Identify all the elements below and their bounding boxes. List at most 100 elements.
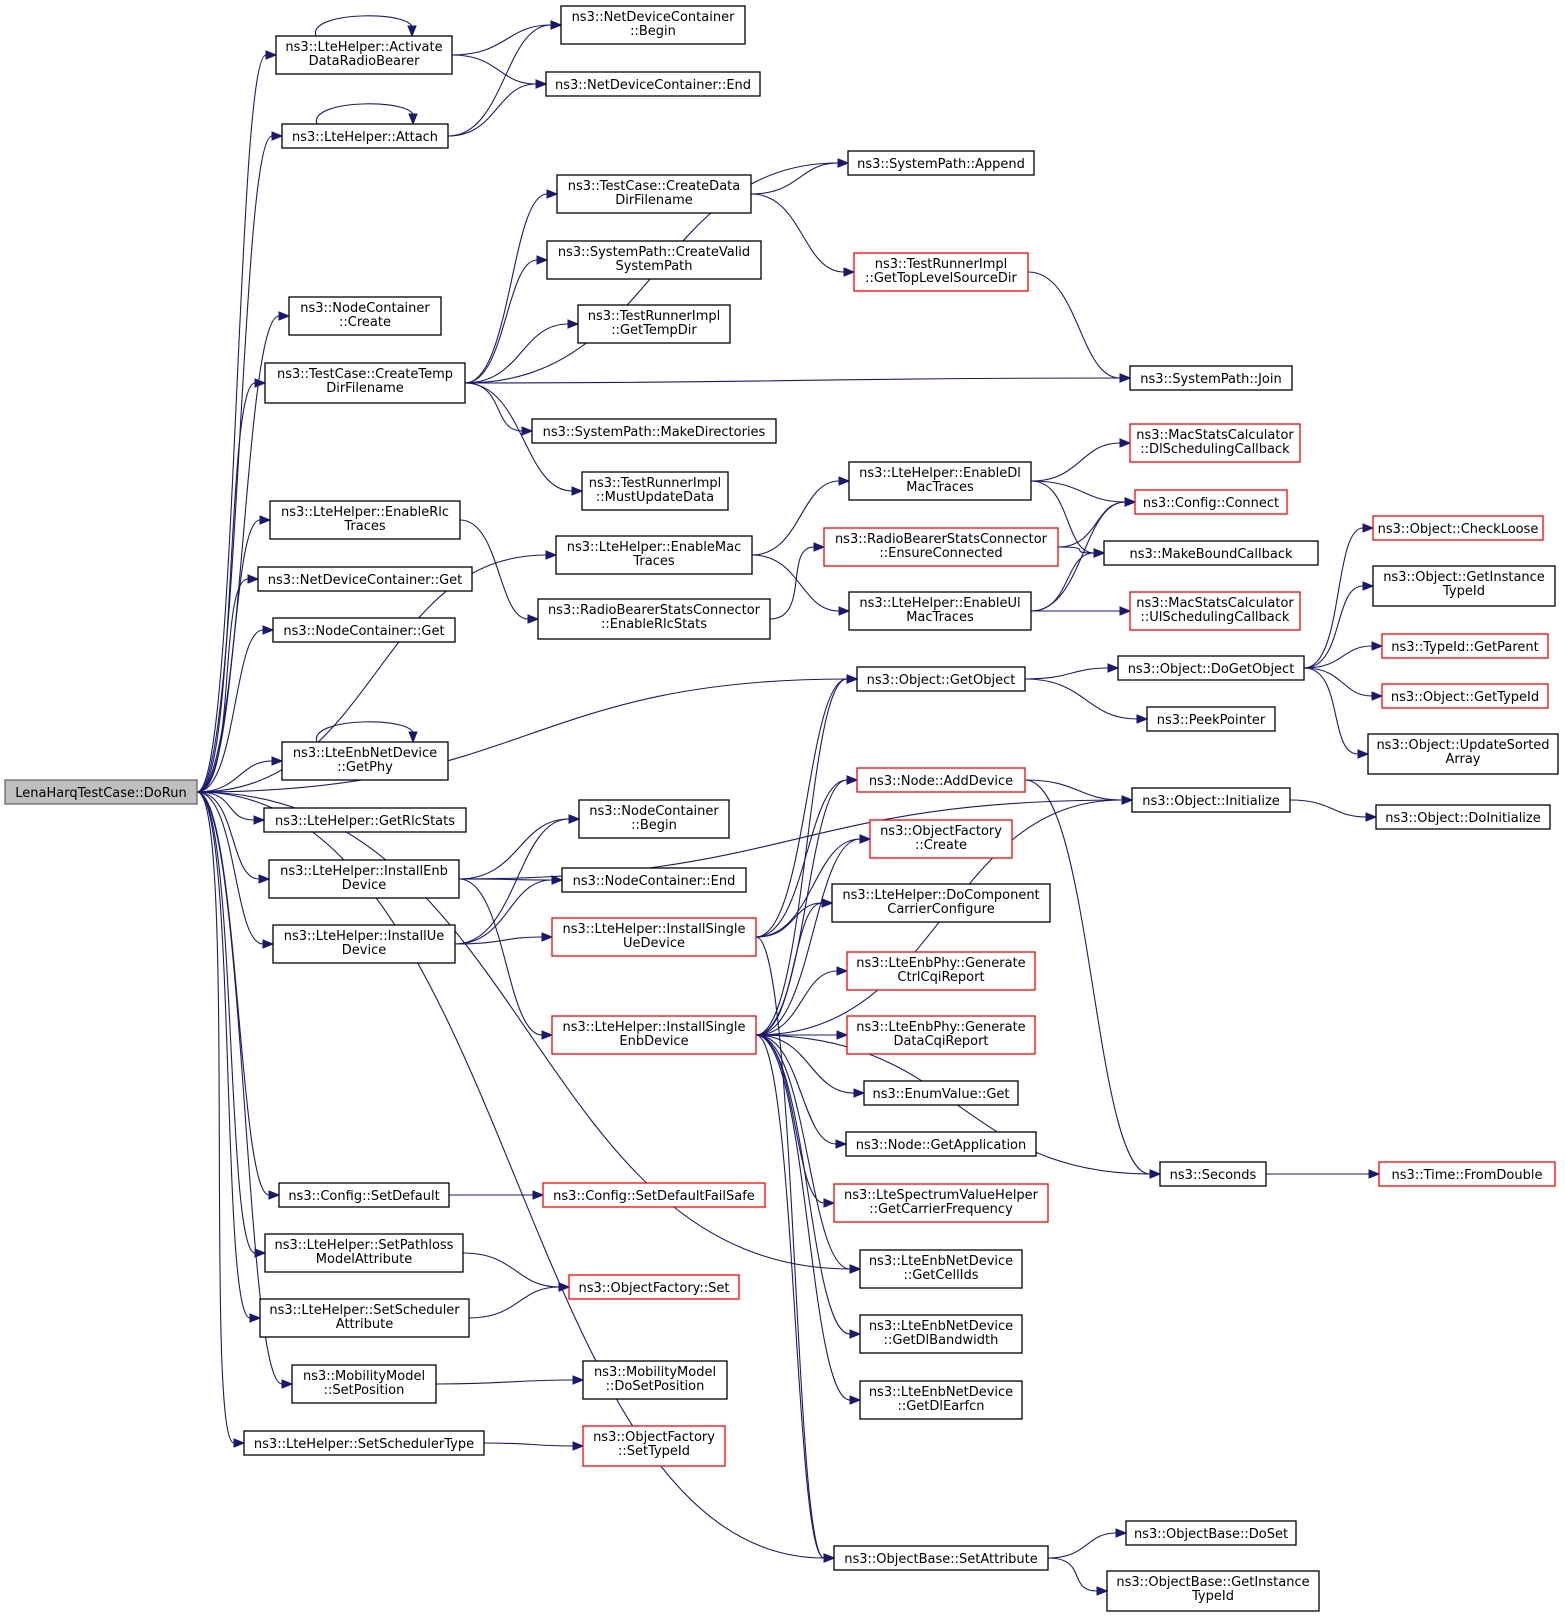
function-node-ofSetTypeId[interactable]: ns3::ObjectFactory::SetTypeId [582,1425,726,1467]
function-label: ns3::MobilityModel [303,1369,425,1384]
function-node-doInitialize[interactable]: ns3::Object::DoInitialize [1375,804,1551,830]
function-node-spJoin[interactable]: ns3::SystemPath::Join [1129,365,1293,391]
function-node-cfgConnect[interactable]: ns3::Config::Connect [1134,489,1288,515]
function-label: ns3::LteHelper::GetRlcStats [275,814,455,829]
function-node-getTempDir[interactable]: ns3::TestRunnerImpl::GetTempDir [577,304,731,344]
function-label: ns3::LteHelper::SetPathloss [275,1238,454,1253]
function-node-getRlcStats[interactable]: ns3::LteHelper::GetRlcStats [263,807,467,833]
function-node-ncEnd[interactable]: ns3::NodeContainer::End [561,867,747,893]
function-node-cfgSetDefault[interactable]: ns3::Config::SetDefault [278,1182,450,1208]
call-edge-root-to-installUe [196,791,275,949]
function-node-setSchedType[interactable]: ns3::LteHelper::SetSchedulerType [243,1430,485,1456]
call-edge-doGetObject-to-objGetInstTid [1303,581,1375,669]
function-node-obSetAttr[interactable]: ns3::ObjectBase::SetAttribute [833,1545,1049,1571]
function-label: ::Create [339,315,391,330]
function-node-ensureConnected[interactable]: ns3::RadioBearerStatsConnector::EnsureCo… [823,527,1059,567]
call-edge-root-to-mmSetPos [196,791,294,1389]
function-node-enumGet[interactable]: ns3::EnumValue::Get [863,1080,1019,1106]
call-edge-setSchedType-to-ofSetTypeId [483,1441,585,1451]
function-label: ns3::TestRunnerImpl [875,257,1008,272]
function-node-makeBound[interactable]: ns3::MakeBoundCallback [1103,540,1319,566]
function-node-spAppend[interactable]: ns3::SystemPath::Append [847,150,1035,176]
function-label: ::GetDlEarfcn [897,1399,984,1414]
call-edge-installSingleEnb-to-getApp [755,1034,848,1149]
function-node-ulSchedCb[interactable]: ns3::MacStatsCalculator::UlSchedulingCal… [1129,591,1301,631]
function-node-ndcEnd[interactable]: ns3::NetDeviceContainer::End [545,71,761,97]
call-edge-getPhy-to-getPhy [316,721,418,744]
function-node-root[interactable]: LenaHarqTestCase::DoRun [4,779,198,805]
function-node-setPathloss[interactable]: ns3::LteHelper::SetPathlossModelAttribut… [264,1233,464,1273]
call-edge-addDevice-to-seconds [1024,779,1162,1179]
function-node-getObject[interactable]: ns3::Object::GetObject [856,666,1026,692]
function-node-addDevice[interactable]: ns3::Node::AddDevice [856,767,1026,793]
function-label: Array [1445,752,1480,767]
function-node-ndcBegin[interactable]: ns3::NetDeviceContainer::Begin [560,5,746,45]
function-node-objGetTypeId[interactable]: ns3::Object::GetTypeId [1381,683,1549,709]
function-node-mmSetPos[interactable]: ns3::MobilityModel::SetPosition [291,1364,437,1404]
call-edge-enableMac-to-enableDlMac [751,476,851,556]
function-node-ncCreate[interactable]: ns3::NodeContainer::Create [288,296,442,336]
function-node-getDlBw[interactable]: ns3::LteEnbNetDevice::GetDlBandwidth [859,1314,1023,1354]
function-node-getPhy[interactable]: ns3::LteEnbNetDevice::GetPhy [281,741,449,781]
function-label: ::DoSetPosition [606,1379,705,1394]
function-label: ::GetCarrierFrequency [869,1202,1013,1217]
call-edge-createTempDir-to-mustUpdate [464,382,584,496]
function-node-peekPointer[interactable]: ns3::PeekPointer [1146,706,1276,732]
function-label: DataCqiReport [893,1034,988,1049]
function-node-dlSchedCb[interactable]: ns3::MacStatsCalculator::DlSchedulingCal… [1129,423,1301,463]
function-node-ofCreate[interactable]: ns3::ObjectFactory::Create [869,819,1013,859]
function-node-cfgSetDefaultFS[interactable]: ns3::Config::SetDefaultFailSafe [542,1182,766,1208]
function-label: UeDevice [623,936,685,951]
function-node-mustUpdate[interactable]: ns3::TestRunnerImpl::MustUpdateData [581,471,729,511]
function-node-obDoSet[interactable]: ns3::ObjectBase::DoSet [1125,1520,1297,1546]
function-label: TypeId [1191,1589,1234,1604]
function-node-ndcGet[interactable]: ns3::NetDeviceContainer::Get [257,566,473,592]
function-node-enableRlcStats[interactable]: ns3::RadioBearerStatsConnector::EnableRl… [537,598,771,640]
function-node-ncGet[interactable]: ns3::NodeContainer::Get [272,617,456,643]
function-label: ns3::TestRunnerImpl [588,309,721,324]
function-node-makeDirs[interactable]: ns3::SystemPath::MakeDirectories [531,418,777,444]
function-node-attach[interactable]: ns3::LteHelper::Attach [281,123,449,149]
function-node-mmDoSetPos[interactable]: ns3::MobilityModel::DoSetPosition [582,1360,728,1400]
function-node-doCC[interactable]: ns3::LteHelper::DoComponentCarrierConfig… [831,883,1051,923]
function-label: ns3::Object::CheckLoose [1378,522,1539,537]
function-node-ncBegin[interactable]: ns3::NodeContainer::Begin [578,799,730,839]
function-node-objInit[interactable]: ns3::Object::Initialize [1131,787,1291,813]
function-label: Traces [632,554,674,569]
function-node-fromDouble[interactable]: ns3::Time::FromDouble [1378,1161,1556,1187]
function-label: DirFilename [615,193,693,208]
function-node-seconds[interactable]: ns3::Seconds [1159,1161,1267,1187]
function-node-getTopLevel[interactable]: ns3::TestRunnerImpl::GetTopLevelSourceDi… [853,252,1029,292]
function-node-getCarrier[interactable]: ns3::LteSpectrumValueHelper::GetCarrierF… [833,1183,1049,1223]
function-node-getDlEarfcn[interactable]: ns3::LteEnbNetDevice::GetDlEarfcn [859,1380,1023,1420]
function-node-getCellIds[interactable]: ns3::LteEnbNetDevice::GetCellIds [859,1249,1023,1289]
function-node-checkLoose[interactable]: ns3::Object::CheckLoose [1372,515,1544,541]
function-node-ofSet[interactable]: ns3::ObjectFactory::Set [568,1274,740,1300]
function-node-tidGetParent[interactable]: ns3::TypeId::GetParent [1381,633,1549,659]
function-label: ns3::Object::DoGetObject [1128,662,1295,677]
function-node-doGetObject[interactable]: ns3::Object::DoGetObject [1117,655,1305,681]
function-label: ns3::LteHelper::DoComponent [842,888,1039,903]
call-edge-root-to-activateDRB [196,50,278,793]
function-label: ns3::NodeContainer::End [573,874,736,889]
function-node-getApp[interactable]: ns3::Node::GetApplication [845,1131,1037,1157]
function-label: ::Begin [631,818,677,833]
